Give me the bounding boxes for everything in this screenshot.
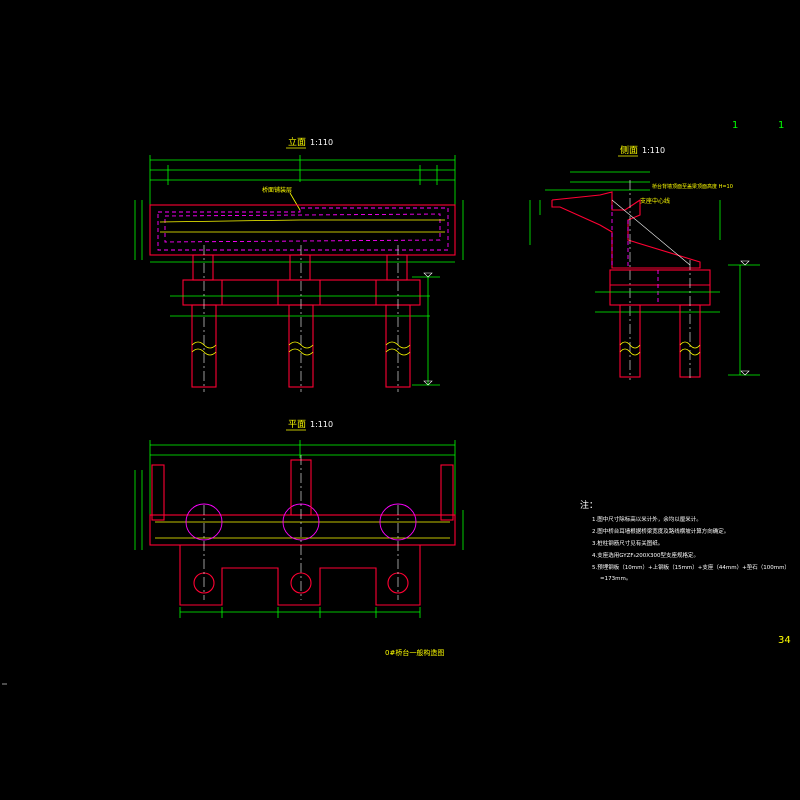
plan-title: 平面 — [288, 419, 306, 430]
notes-block: 注： 1.图中尺寸除标高以米计外，余均以厘米计。 2.图中桥台耳墙根据桥梁宽度及… — [580, 499, 790, 582]
plan-view: 平面 1:110 — [134, 419, 464, 618]
elevation-label: 桥面铺装层 — [262, 186, 292, 194]
plan-scale: 1:110 — [310, 420, 333, 429]
side-bearing-label: 支座中心线 — [640, 197, 670, 205]
note-item: =173mm。 — [600, 576, 631, 582]
drawing-title: 0#桥台一般构造图 — [385, 648, 444, 657]
notes-heading: 注： — [580, 499, 598, 511]
side-scale: 1:110 — [642, 146, 665, 155]
elevation-title: 立面 — [288, 136, 306, 148]
corner-number-left: 1 — [732, 120, 738, 131]
side-view: 侧面 1:110 桥台背墙顶面至盖梁顶面高度 H=10 支座中心线 — [529, 144, 760, 380]
elevation-view: 立面 1:110 桥面铺装层 — [134, 136, 464, 392]
note-item: 5.预埋钢板（10mm）+上钢板（15mm）+支座（44mm）+垫石（100mm… — [592, 563, 790, 571]
note-item: 4.支座选用GYZF₄200X300型支座规格定。 — [592, 551, 699, 559]
elevation-scale: 1:110 — [310, 138, 333, 147]
note-item: 2.图中桥台耳墙根据桥梁宽度及路线横坡计算方向确定。 — [592, 527, 729, 535]
page-number: 34 — [778, 635, 791, 646]
side-top-note: 桥台背墙顶面至盖梁顶面高度 H=10 — [652, 183, 733, 190]
note-item: 1.图中尺寸除标高以米计外，余均以厘米计。 — [592, 515, 702, 523]
side-title: 侧面 — [620, 144, 638, 156]
note-item: 3.桩柱钢筋尺寸见有关图纸。 — [592, 539, 663, 547]
corner-number-right: 1 — [778, 120, 784, 131]
